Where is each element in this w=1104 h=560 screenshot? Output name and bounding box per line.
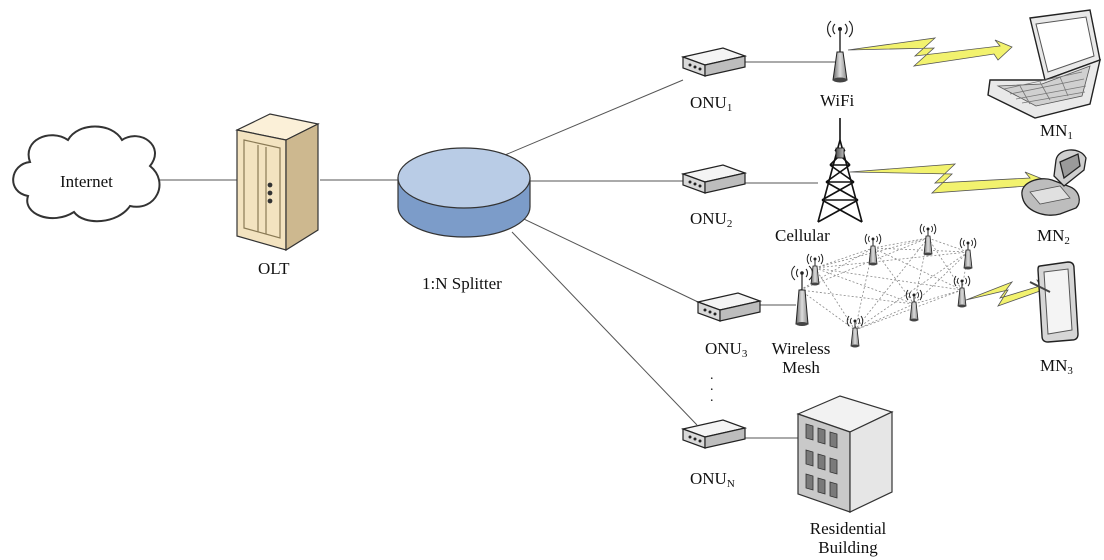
internet-cloud-icon [12, 125, 161, 223]
wifi-access-point-icon [827, 20, 853, 83]
internet-label: Internet [60, 172, 113, 191]
onu-3-label: ONU3 [705, 339, 748, 360]
mn-3-label: MN3 [1040, 356, 1073, 377]
onu-2-icon [682, 164, 746, 194]
onu-1-label: ONU1 [690, 93, 733, 114]
mesh-node-icon [864, 233, 882, 266]
wireless-link-icon [847, 37, 1013, 67]
mesh-node-icon [846, 315, 864, 348]
mesh-gateway-antenna-icon [791, 265, 813, 326]
onu-n-icon [682, 419, 746, 449]
mn-2-label: MN2 [1037, 226, 1070, 247]
onu-2-label: ONU2 [690, 209, 733, 230]
ellipsis-dot: . [710, 368, 714, 383]
connection-lines [150, 61, 838, 439]
laptop-icon [987, 9, 1101, 119]
residential-building-icon [796, 395, 894, 513]
wireless-mesh-label: Wireless Mesh [771, 339, 831, 377]
wireless-link-icon [849, 163, 1046, 194]
onu-1-icon [682, 47, 746, 77]
residential-building-label: Residential Building [809, 519, 887, 557]
splitter-label: 1:N Splitter [422, 274, 502, 293]
splitter-icon [397, 147, 531, 238]
mesh-node-icon [959, 237, 977, 270]
wireless-link-icon [965, 279, 1051, 307]
ellipsis-dot: . [710, 379, 714, 394]
onu-n-label: ONUN [690, 469, 735, 490]
olt-label: OLT [258, 259, 290, 278]
mobile-phone-icon [1021, 149, 1087, 216]
olt-server-icon [235, 113, 320, 252]
cellular-tower-icon [817, 118, 863, 223]
mn-1-label: MN1 [1040, 121, 1073, 142]
wifi-label: WiFi [820, 91, 855, 110]
mesh-links [799, 237, 969, 331]
cellular-label: Cellular [775, 226, 830, 245]
ellipsis-dot: . [710, 390, 714, 405]
ellipsis-dots: . . . [710, 368, 714, 405]
tablet-icon [1029, 261, 1079, 343]
onu-3-icon [697, 292, 761, 322]
